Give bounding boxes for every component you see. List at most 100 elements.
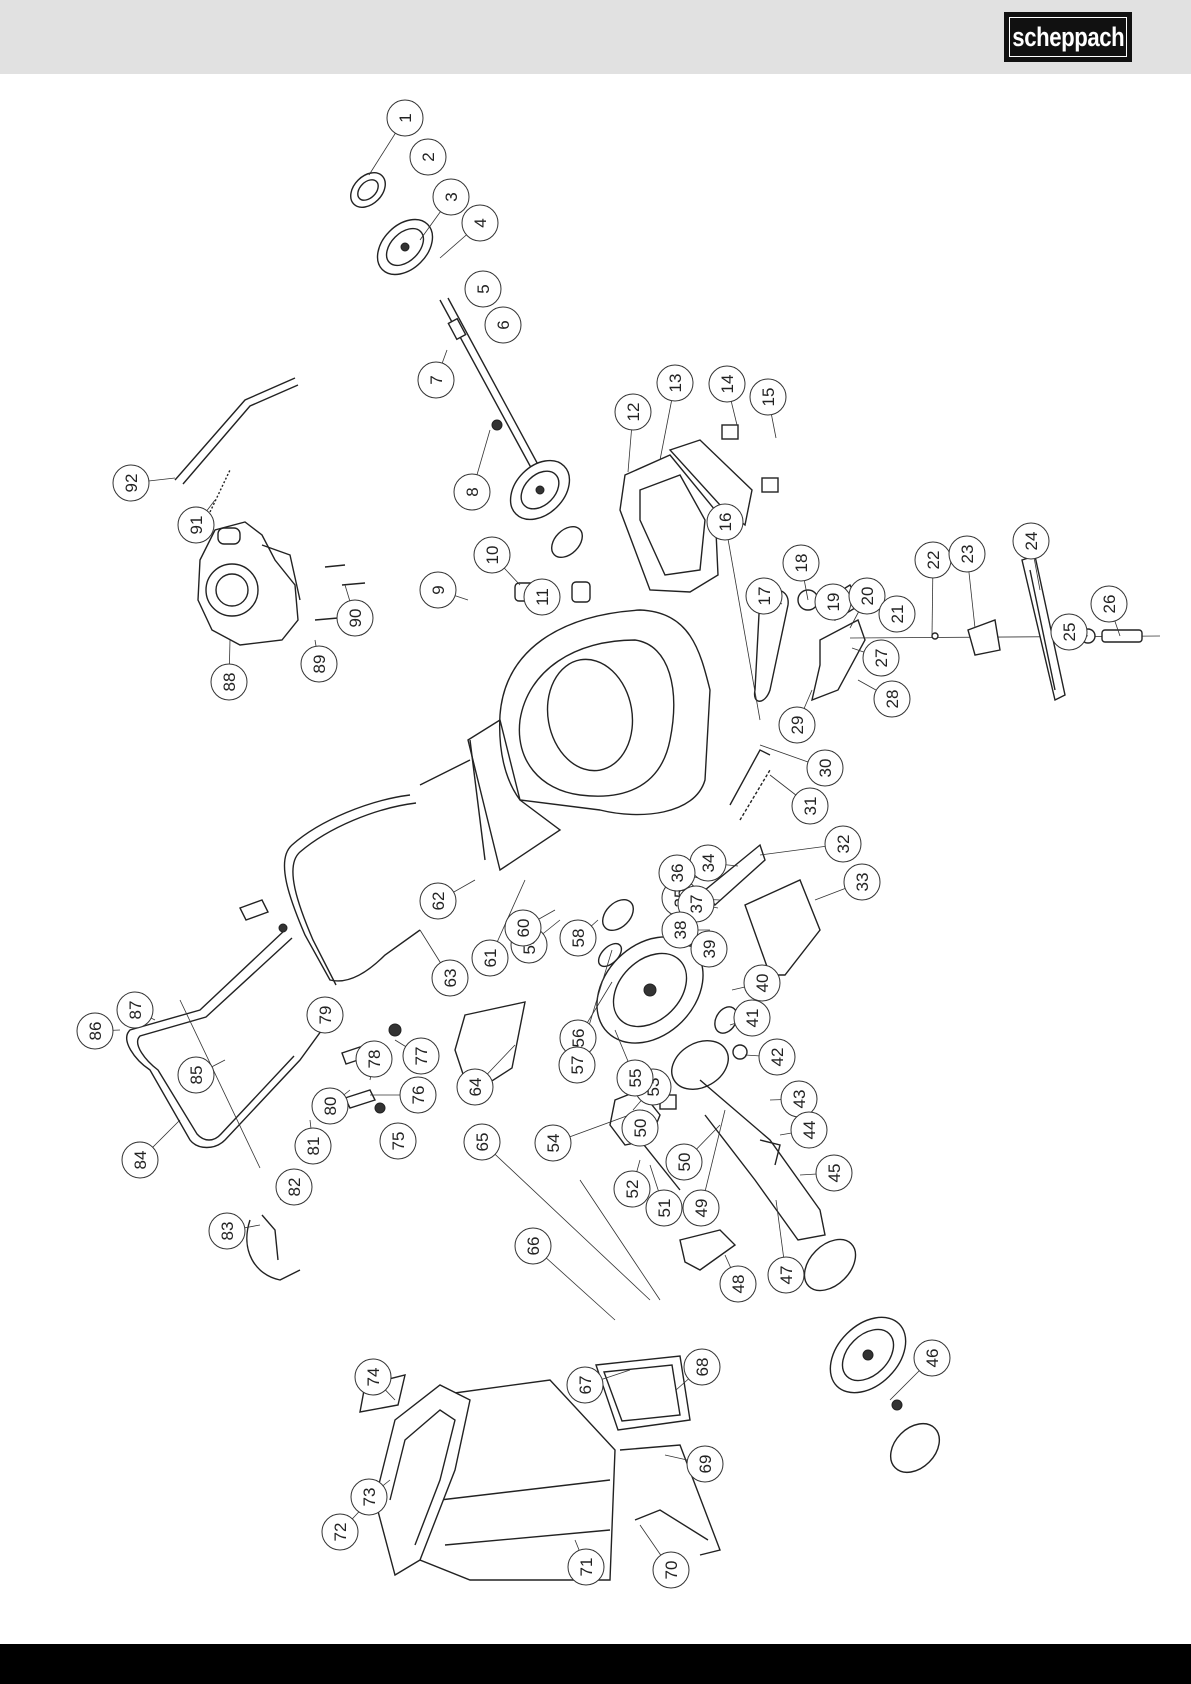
- part-callout: 80: [312, 1088, 348, 1124]
- part-callout: 65: [464, 1124, 500, 1160]
- part-callout: 88: [211, 664, 247, 700]
- part-number: 3: [442, 192, 461, 201]
- part-callout: 91: [178, 507, 214, 543]
- part-number: 86: [86, 1022, 105, 1041]
- part-callout: 18: [783, 545, 819, 581]
- part-number: 61: [481, 949, 500, 968]
- part-number: 14: [718, 375, 737, 394]
- part-number: 1: [396, 113, 415, 122]
- part-number: 5: [474, 284, 493, 293]
- part-callout: 31: [792, 788, 828, 824]
- footer-bar: [0, 1644, 1191, 1684]
- part-callout: 61: [472, 940, 508, 976]
- part-callout: 26: [1091, 586, 1127, 622]
- part-callout: 57: [559, 1047, 595, 1083]
- part-callout: 17: [746, 578, 782, 614]
- part-number: 29: [788, 716, 807, 735]
- part-callout: 28: [874, 681, 910, 717]
- part-number: 33: [853, 873, 872, 892]
- part-number: 43: [790, 1090, 809, 1109]
- part-number: 50: [631, 1119, 650, 1138]
- part-callout: 52: [614, 1171, 650, 1207]
- part-callout: 7: [418, 362, 454, 398]
- part-callout: 54: [535, 1125, 571, 1161]
- throttle-rod: [175, 378, 298, 484]
- part-callout: 55: [617, 1060, 653, 1096]
- part-callout: 74: [355, 1359, 391, 1395]
- part-callout: 41: [734, 1000, 770, 1036]
- part-number: 71: [577, 1558, 596, 1577]
- height-lever: [680, 1230, 735, 1270]
- front-right-wheel: [499, 449, 588, 563]
- part-number: 69: [696, 1455, 715, 1474]
- part-number: 75: [389, 1132, 408, 1151]
- part-number: 15: [759, 388, 778, 407]
- part-number: 84: [131, 1151, 150, 1170]
- part-number: 76: [409, 1086, 428, 1105]
- part-callout: 60: [505, 910, 541, 946]
- part-callout: 16: [707, 504, 743, 540]
- part-number: 92: [122, 474, 141, 493]
- part-number: 63: [441, 969, 460, 988]
- part-callout: 64: [457, 1069, 493, 1105]
- part-callout: 3: [433, 179, 469, 215]
- part-callout: 92: [113, 465, 149, 501]
- part-number: 74: [364, 1368, 383, 1387]
- mower-deck: [468, 610, 710, 870]
- engine: [198, 522, 300, 645]
- rear-cover: [620, 425, 778, 592]
- part-number: 80: [321, 1097, 340, 1116]
- part-callout: 11: [524, 579, 560, 615]
- part-number: 7: [427, 375, 446, 384]
- part-number: 47: [777, 1266, 796, 1285]
- part-number: 4: [471, 218, 490, 227]
- part-callout: 77: [403, 1038, 439, 1074]
- part-number: 62: [429, 892, 448, 911]
- part-number: 45: [825, 1164, 844, 1183]
- part-number: 87: [126, 1001, 145, 1020]
- part-number: 51: [655, 1199, 674, 1218]
- part-number: 57: [568, 1056, 587, 1075]
- part-callout: 49: [683, 1190, 719, 1226]
- part-number: 25: [1060, 623, 1079, 642]
- part-callout: 19: [815, 584, 851, 620]
- part-number: 72: [331, 1523, 350, 1542]
- part-number: 49: [692, 1199, 711, 1218]
- front-left-wheel: [367, 209, 443, 285]
- part-callout: 44: [791, 1112, 827, 1148]
- part-callout: 6: [485, 307, 521, 343]
- part-callout: 43: [781, 1081, 817, 1117]
- part-number: 88: [220, 673, 239, 692]
- upper-handle: [127, 930, 340, 1148]
- part-number: 58: [569, 929, 588, 948]
- part-callout: 39: [691, 931, 727, 967]
- part-number: 38: [671, 921, 690, 940]
- part-callout: 48: [720, 1266, 756, 1302]
- part-callout: 71: [568, 1549, 604, 1585]
- part-number: 19: [824, 593, 843, 612]
- part-callout: 70: [653, 1552, 689, 1588]
- part-callout: 24: [1013, 523, 1049, 559]
- part-callout: 73: [351, 1479, 387, 1515]
- part-callout: 84: [122, 1142, 158, 1178]
- part-number: 68: [693, 1358, 712, 1377]
- part-number: 24: [1022, 532, 1041, 551]
- part-callout: 82: [276, 1169, 312, 1205]
- part-callout: 32: [825, 826, 861, 862]
- part-number: 81: [304, 1137, 323, 1156]
- part-number: 9: [429, 585, 448, 594]
- part-number: 67: [576, 1376, 595, 1395]
- part-callout: 83: [209, 1213, 245, 1249]
- part-callout: 67: [567, 1367, 603, 1403]
- part-number: 44: [800, 1121, 819, 1140]
- lower-handle: [284, 760, 470, 985]
- part-callout: 87: [117, 992, 153, 1028]
- part-number: 46: [923, 1349, 942, 1368]
- part-callout: 50: [666, 1144, 702, 1180]
- part-callout: 23: [949, 536, 985, 572]
- part-number: 54: [544, 1134, 563, 1153]
- part-number: 23: [958, 545, 977, 564]
- part-callout: 76: [400, 1077, 436, 1113]
- part-number: 78: [365, 1050, 384, 1069]
- part-callout: 51: [646, 1190, 682, 1226]
